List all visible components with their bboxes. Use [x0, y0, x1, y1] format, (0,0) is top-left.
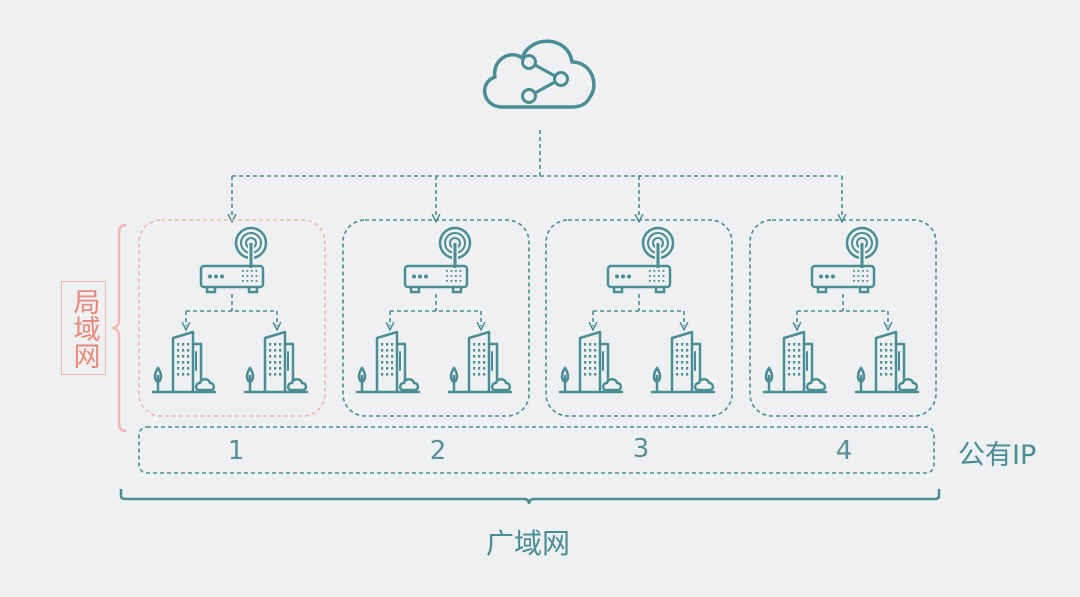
lan-box	[749, 219, 937, 417]
lan-connections	[797, 294, 888, 326]
lan-groups	[138, 219, 937, 417]
lan-label: 局域网	[61, 281, 106, 375]
building-icon	[854, 330, 920, 394]
lan-group	[138, 219, 326, 417]
building-icon	[447, 330, 513, 394]
lan-box	[545, 219, 733, 417]
lan-box	[342, 219, 530, 417]
building-icon	[762, 330, 828, 394]
lan-group	[749, 219, 937, 417]
lan-group	[342, 219, 530, 417]
wan-connections	[232, 130, 842, 218]
router-icon	[606, 264, 672, 294]
network-number: 1	[227, 436, 245, 466]
antenna-icon	[234, 226, 268, 269]
network-number: 3	[632, 434, 650, 464]
network-number: 2	[429, 436, 447, 466]
building-icon	[243, 330, 309, 394]
public-ip-label: 公有IP	[958, 440, 1037, 471]
router-icon	[810, 264, 876, 294]
building-icon	[355, 330, 421, 394]
network-number: 4	[835, 436, 853, 466]
antenna-icon	[845, 226, 879, 269]
wan-bracket	[119, 489, 941, 505]
lan-box	[138, 219, 326, 417]
lan-bracket	[110, 223, 127, 433]
building-icon	[558, 330, 624, 394]
lan-connections	[593, 294, 684, 326]
cloud-share-icon	[482, 39, 596, 109]
building-icon	[650, 330, 716, 394]
antenna-icon	[438, 226, 472, 269]
router-icon	[403, 264, 469, 294]
wan-label: 广域网	[486, 527, 571, 560]
lan-group	[545, 219, 733, 417]
public-ip-bar	[138, 426, 935, 474]
antenna-icon	[641, 226, 675, 269]
lan-connections	[186, 294, 277, 326]
lan-connections	[390, 294, 481, 326]
building-icon	[151, 330, 217, 394]
router-icon	[199, 264, 265, 294]
